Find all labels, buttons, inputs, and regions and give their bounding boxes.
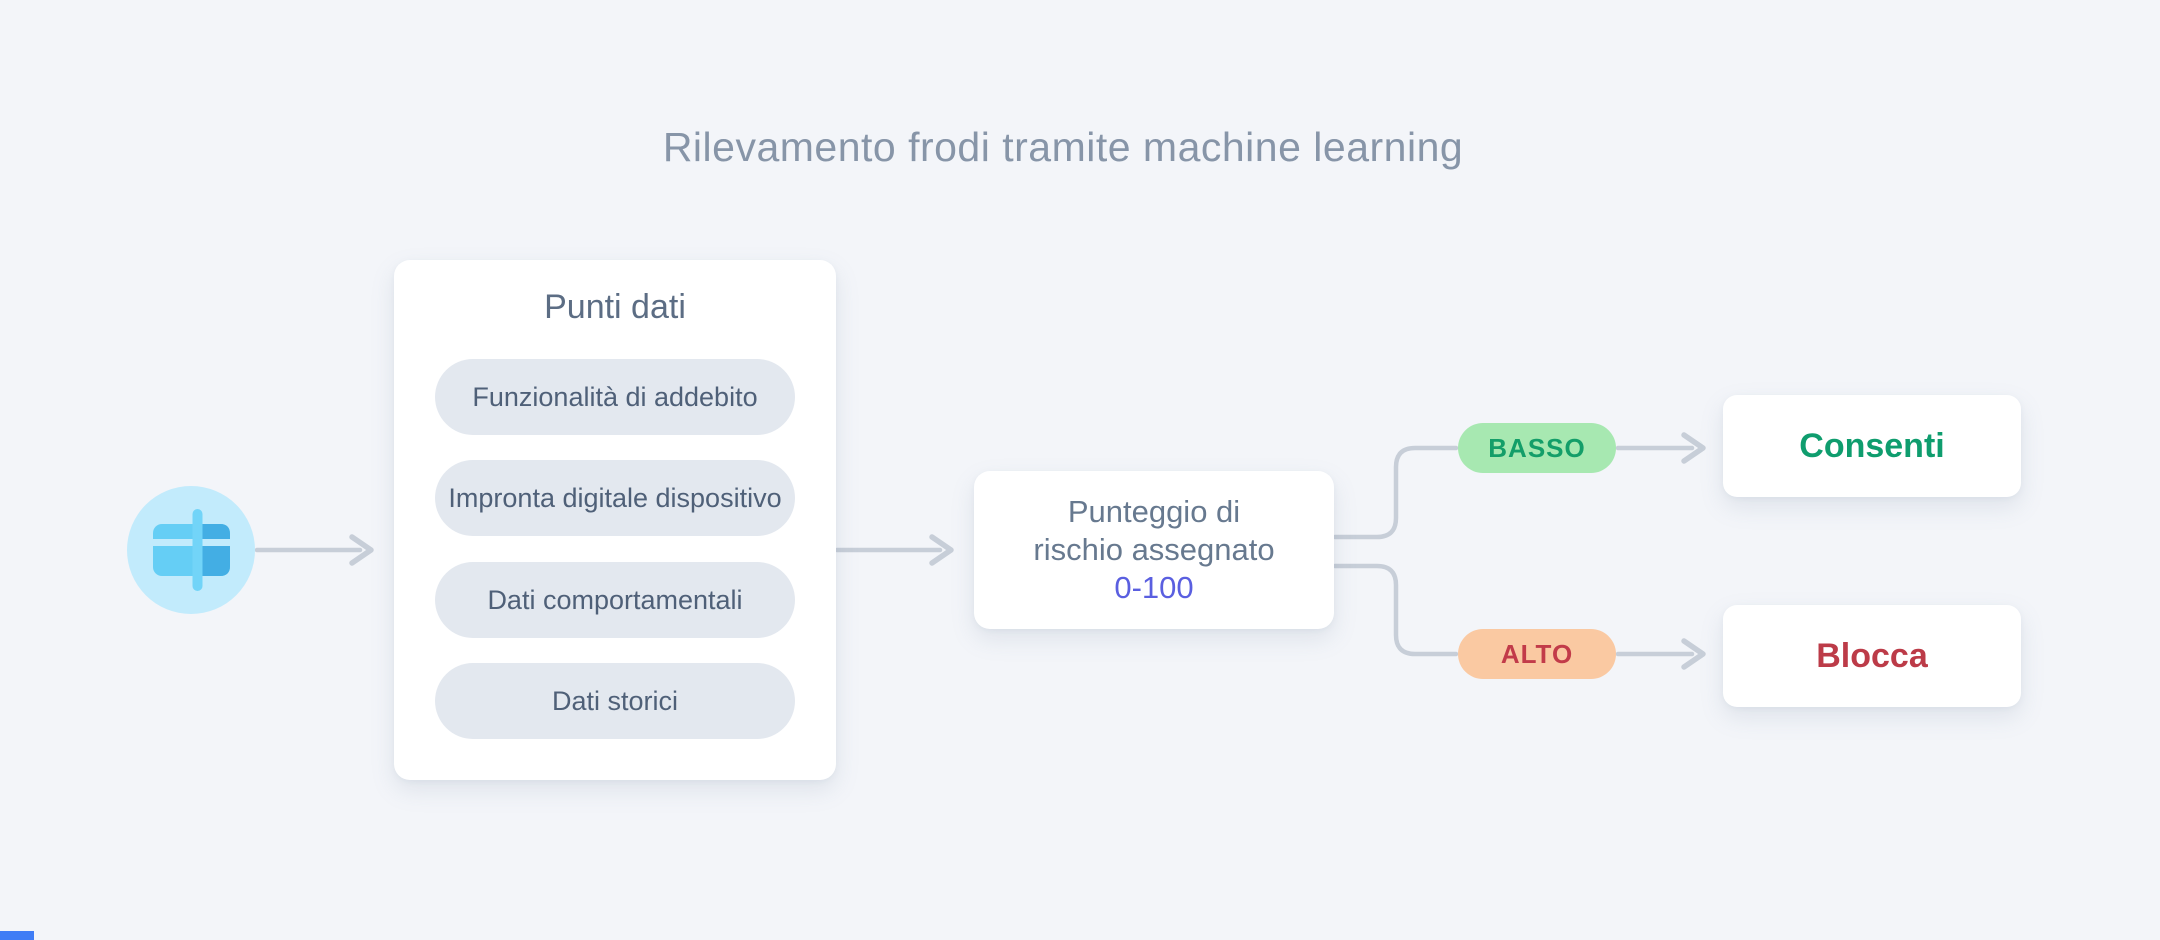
data-point-pill: Impronta digitale dispositivo — [435, 460, 795, 536]
icon-card-body — [153, 524, 230, 576]
risk-score-range: 0-100 — [1114, 570, 1194, 605]
icon-card-stripe-gap — [153, 539, 230, 546]
risk-score-line2: rischio assegnato — [1033, 532, 1275, 567]
risk-score-card: Punteggio di rischio assegnato 0-100 — [974, 471, 1334, 629]
data-points-card: Punti dati Funzionalità di addebito Impr… — [394, 260, 836, 780]
data-point-pill: Dati comportamentali — [435, 562, 795, 638]
low-risk-badge: BASSO — [1458, 423, 1616, 473]
allow-outcome-card: Consenti — [1723, 395, 2021, 497]
data-point-pill: Dati storici — [435, 663, 795, 739]
icon-circle — [127, 486, 255, 614]
high-risk-badge: ALTO — [1458, 629, 1616, 679]
connector-score-to-high — [1332, 563, 1459, 657]
arrowhead-source-to-datapoints — [349, 534, 374, 566]
arrowhead-datapoints-to-score — [929, 534, 954, 566]
icon-card-shade — [202, 524, 230, 576]
arrowhead-high-to-block — [1681, 638, 1706, 670]
bottom-left-blue-strip — [0, 931, 34, 940]
arrowhead-low-to-allow — [1681, 432, 1706, 464]
connector-score-to-low — [1332, 445, 1459, 540]
icon-vertical-bar — [192, 509, 203, 591]
diagram-title: Rilevamento frodi tramite machine learni… — [662, 124, 1464, 170]
risk-score-line1: Punteggio di — [1067, 494, 1241, 529]
data-points-title: Punti dati — [544, 288, 686, 326]
data-point-pill: Funzionalità di addebito — [435, 359, 795, 435]
block-outcome-card: Blocca — [1723, 605, 2021, 707]
